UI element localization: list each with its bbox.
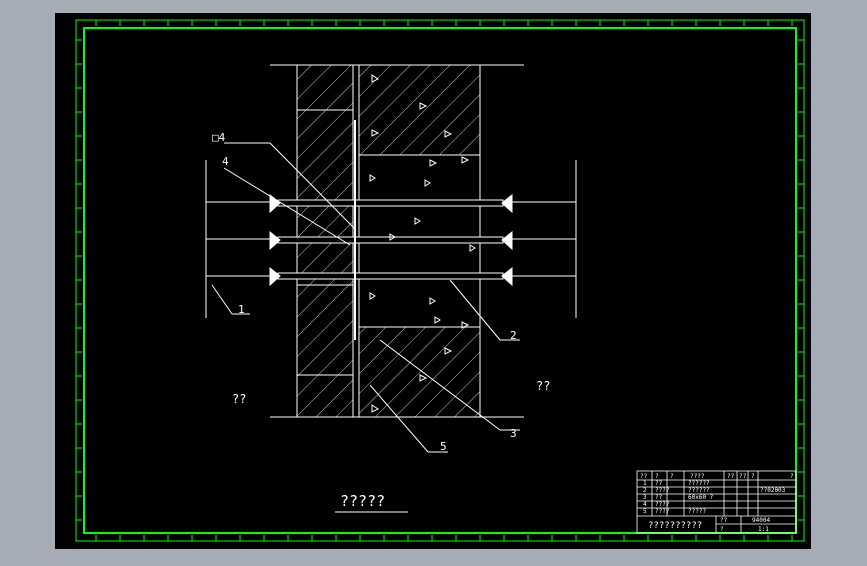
title-block-cell-1-6: ??02003: [760, 487, 786, 494]
title-block: [636, 470, 797, 534]
title-block-header-4: ??: [727, 473, 735, 480]
title-block-name: ??????????: [648, 521, 702, 531]
title-block-header-2: ?: [670, 473, 674, 480]
title-block-cell-2-2: 60x60 ?: [688, 494, 714, 501]
title-block-cell-0-2: ??????: [688, 480, 710, 487]
title-block-cell-4-1: ????: [655, 508, 670, 515]
title-block-header-7: ?: [790, 473, 794, 480]
title-block-header-0: ??: [640, 473, 648, 480]
callout-2: 2: [510, 329, 517, 342]
callout-1: 1: [238, 303, 245, 316]
callout-5: 5: [440, 440, 447, 453]
title-block-cell-3-1: ????: [655, 501, 670, 508]
title-block-cell-2-1: ??: [655, 494, 663, 501]
title-block-cell-0-0: 1: [643, 480, 647, 487]
title-block-header-3: ????: [690, 473, 705, 480]
title-block-material-label: ??: [720, 517, 728, 524]
title-block-header-6: ?: [751, 473, 755, 480]
title-block-scale: 1:1: [758, 526, 769, 533]
title-block-drawing-number: 94004: [752, 517, 770, 524]
title-block-header-5: ??: [739, 473, 747, 480]
wall-hatch-right-bottom: [359, 327, 480, 417]
title-block-scale-label: ?: [720, 526, 724, 533]
title-block-header-1: ?: [655, 473, 659, 480]
inner-frame: [83, 27, 797, 534]
title-block-cell-1-0: 2: [643, 487, 647, 494]
wall-section: [205, 64, 577, 513]
title-block-cell-1-1: ????: [655, 487, 670, 494]
left-room-label: ??: [232, 392, 246, 406]
top-label: □4: [212, 131, 226, 144]
right-room-label: ??: [536, 379, 550, 393]
callout-4: 4: [222, 155, 229, 168]
title-block-cell-4-0: 5: [643, 508, 647, 515]
callout-3: 3: [510, 427, 517, 440]
wall-hatch-right-top: [359, 65, 480, 155]
title-block-cell-3-0: 4: [643, 501, 647, 508]
title-block-cell-0-1: ??: [655, 480, 663, 487]
frame-ticks: [76, 20, 804, 541]
title-block-cell-1-2: ??????: [688, 487, 710, 494]
title-block-cell-4-2: ?????: [688, 508, 706, 515]
title-block-cell-2-0: 3: [643, 494, 647, 501]
drawing-title: ?????: [340, 492, 385, 510]
